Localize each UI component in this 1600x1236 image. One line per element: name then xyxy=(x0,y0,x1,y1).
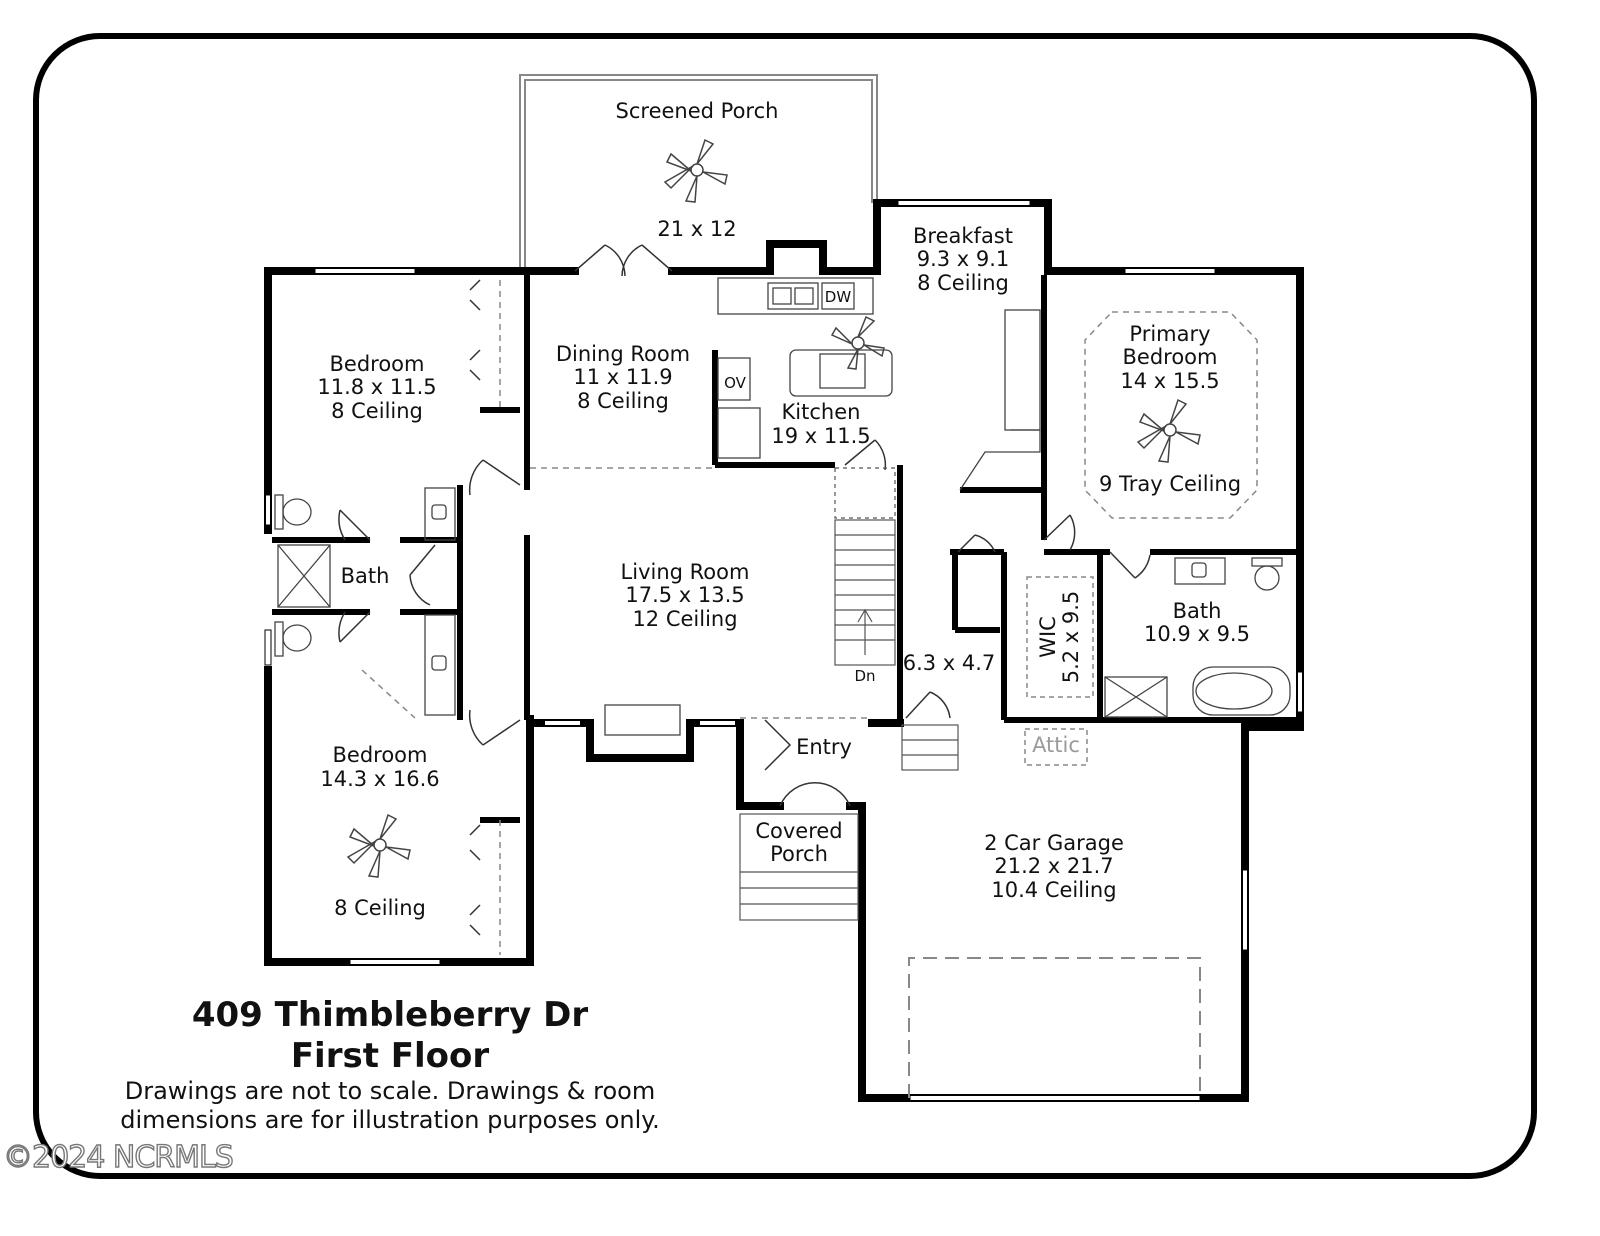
breakfast-name: Breakfast xyxy=(913,224,1013,248)
floor-title: First Floor xyxy=(290,1036,490,1076)
disclaimer-line-1: Drawings are not to scale. Drawings & ro… xyxy=(124,1077,656,1105)
tray-ceiling-outline xyxy=(1084,311,1258,519)
fireplace xyxy=(604,704,681,736)
wic-name: WIC xyxy=(1036,616,1060,658)
primary-bedroom-name-2: Bedroom xyxy=(1123,345,1218,369)
primary-bedroom-name-1: Primary xyxy=(1129,322,1210,346)
entry-name: Entry xyxy=(796,735,852,759)
bedroom-upper-name: Bedroom xyxy=(330,352,425,376)
hall-bath-name: Bath xyxy=(341,564,390,588)
plan-caption: 409 Thimbleberry Dr First Floor Drawings… xyxy=(90,995,690,1135)
primary-bath-name: Bath xyxy=(1173,599,1222,623)
garage-ceiling: 10.4 Ceiling xyxy=(991,878,1116,902)
breakfast-ceiling: 8 Ceiling xyxy=(917,271,1009,295)
attic-hatch xyxy=(1024,728,1088,766)
living-room-ceiling: 12 Ceiling xyxy=(632,607,737,631)
kitchen-dims: 19 x 11.5 xyxy=(771,424,870,448)
bedroom-lower-name: Bedroom xyxy=(333,743,428,767)
covered-porch-name-2: Porch xyxy=(770,842,828,866)
dining-room-dims: 11 x 11.9 xyxy=(573,365,672,389)
bedroom-lower-dims: 14.3 x 16.6 xyxy=(320,767,439,791)
kitchen-name: Kitchen xyxy=(782,400,861,424)
bedroom-upper-dims: 11.8 x 11.5 xyxy=(317,375,436,399)
address-title: 409 Thimbleberry Dr xyxy=(191,995,589,1035)
garage-door-outline xyxy=(908,957,1201,1098)
copyright-watermark: ©2024 NCRMLS xyxy=(2,1139,234,1175)
screened-porch-name: Screened Porch xyxy=(616,99,779,123)
windows xyxy=(266,201,1302,1100)
primary-bedroom-dims: 14 x 15.5 xyxy=(1120,369,1219,393)
attic-name: Attic xyxy=(1032,733,1080,757)
dining-room-ceiling: 8 Ceiling xyxy=(577,389,669,413)
bedroom-upper-ceiling: 8 Ceiling xyxy=(331,399,423,423)
open-plan-dividers xyxy=(361,280,872,955)
garage-dims: 21.2 x 21.7 xyxy=(994,854,1113,878)
kitchen-fixtures xyxy=(717,277,1041,491)
primary-bedroom-ceiling: 9 Tray Ceiling xyxy=(1099,472,1241,496)
bath-fixtures xyxy=(274,487,1291,718)
doors xyxy=(338,244,1151,936)
dishwasher-label: DW xyxy=(825,288,852,306)
bedroom-lower-ceiling: 8 Ceiling xyxy=(334,896,426,920)
covered-porch-name-1: Covered xyxy=(755,819,842,843)
ceiling-fan-icon xyxy=(346,138,1201,878)
wic-shelving xyxy=(1026,576,1094,698)
wic-dims: 5.2 x 9.5 xyxy=(1059,591,1083,684)
disclaimer-line-2: dimensions are for illustration purposes… xyxy=(120,1106,660,1134)
stairs-down-label: Dn xyxy=(854,667,875,685)
primary-bath-dims: 10.9 x 9.5 xyxy=(1144,622,1250,646)
garage-name: 2 Car Garage xyxy=(984,831,1124,855)
oven-label: OV xyxy=(724,374,747,392)
laundry-dims: 6.3 x 4.7 xyxy=(903,651,996,675)
stairs xyxy=(739,467,959,921)
dining-room-name: Dining Room xyxy=(556,342,690,366)
living-room-dims: 17.5 x 13.5 xyxy=(625,583,744,607)
interior-walls xyxy=(272,275,1296,823)
outer-frame xyxy=(33,33,1537,1179)
screened-porch-outline xyxy=(519,74,878,268)
living-room-name: Living Room xyxy=(621,560,750,584)
screened-porch-dims: 21 x 12 xyxy=(657,217,736,241)
breakfast-dims: 9.3 x 9.1 xyxy=(917,247,1010,271)
